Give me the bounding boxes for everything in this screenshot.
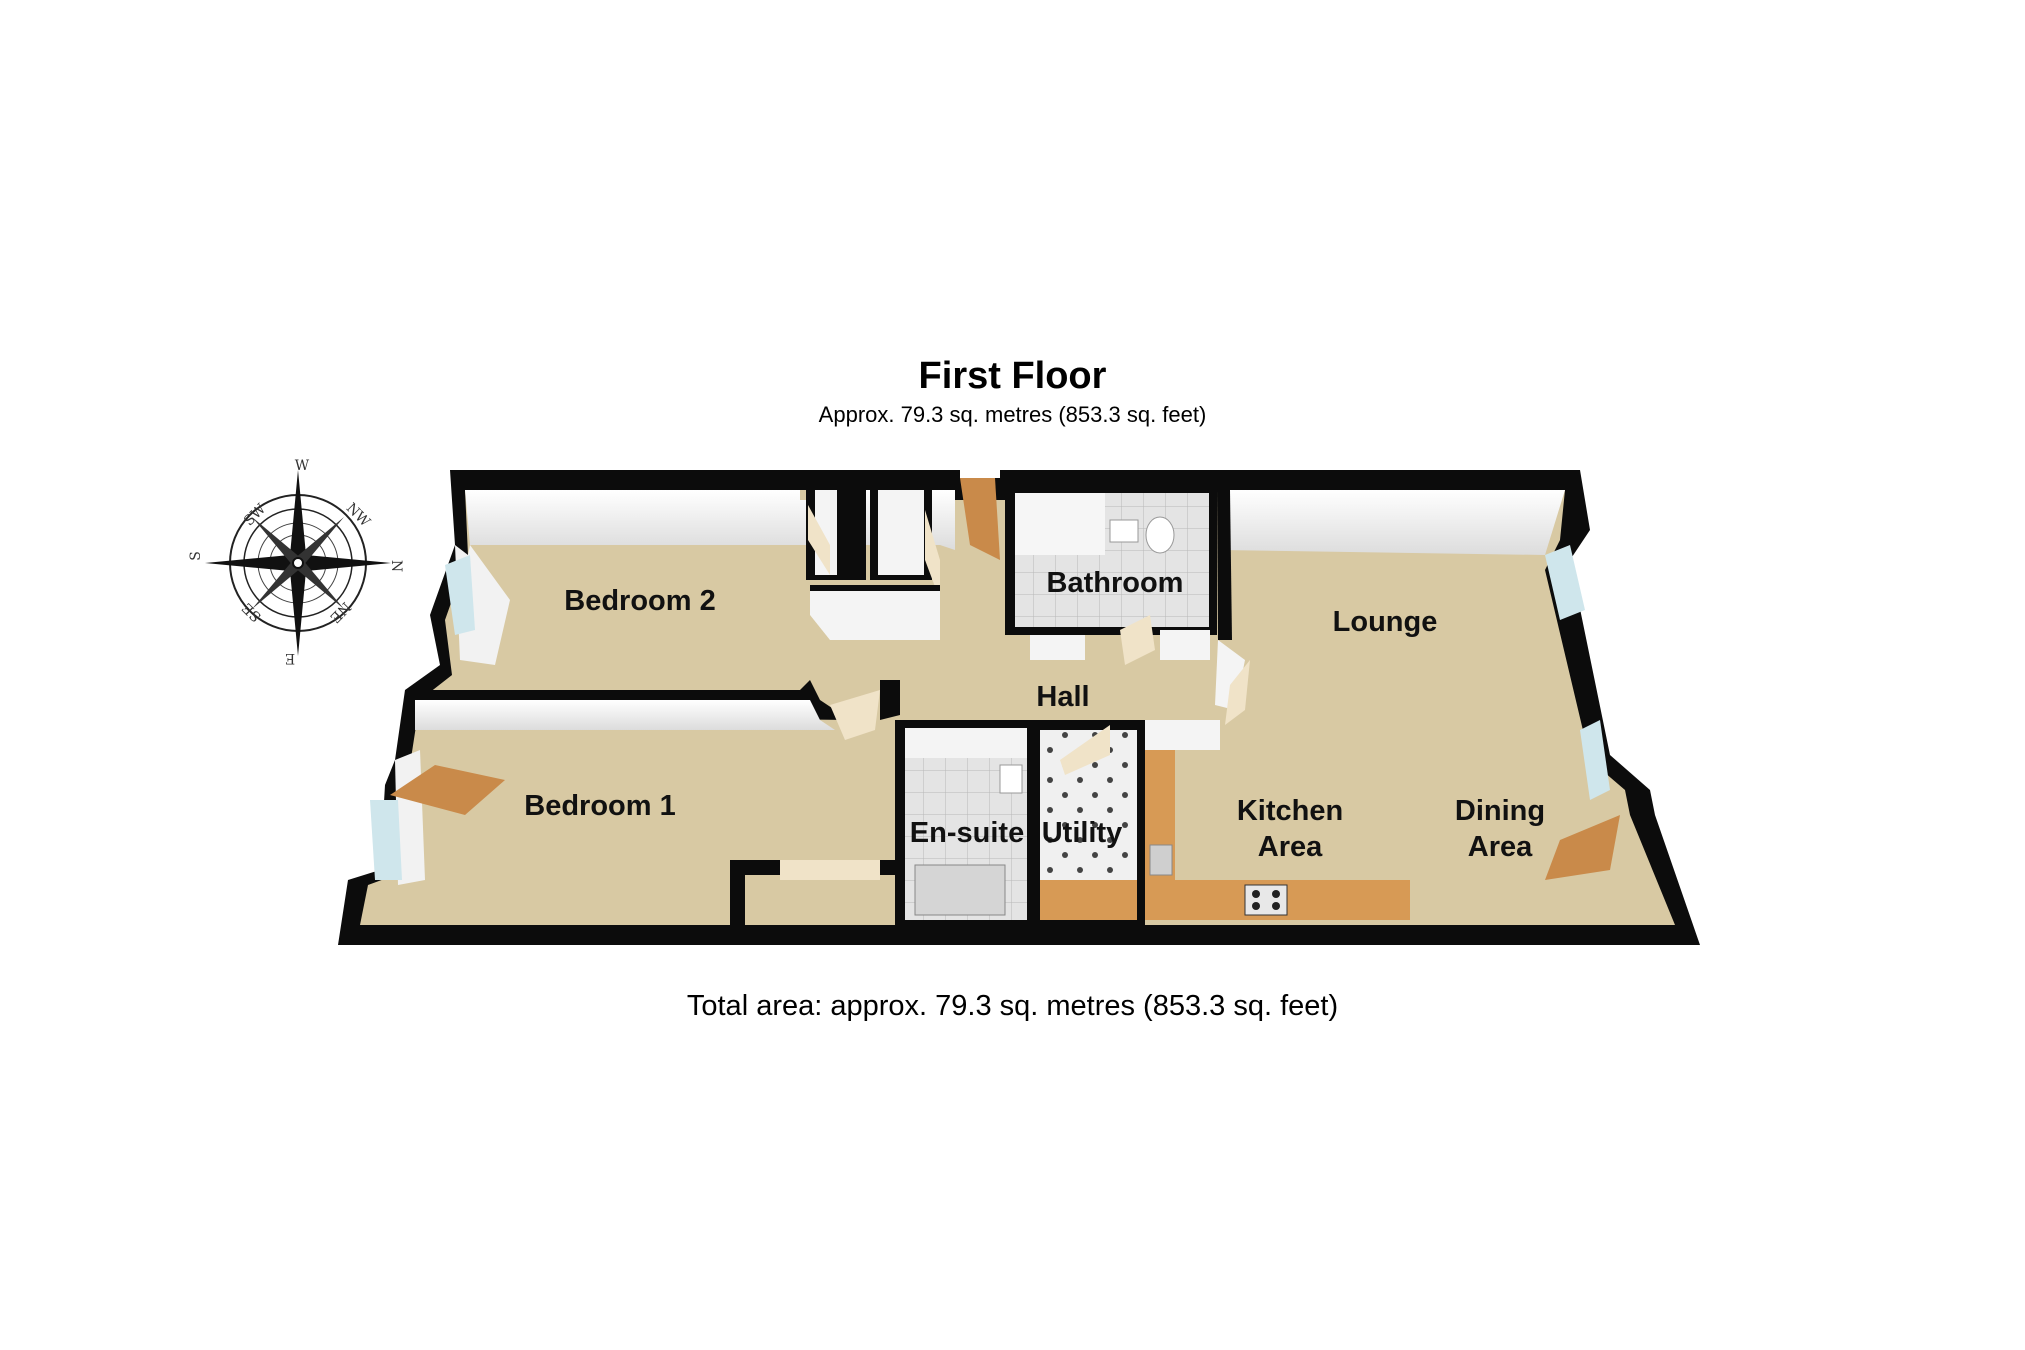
bedroom2-window	[445, 555, 475, 635]
compass-star-icon	[205, 470, 391, 656]
wardrobe-door-1[interactable]	[808, 505, 830, 575]
compass-sw-label: SW	[241, 501, 270, 530]
compass-north-label: N	[388, 560, 404, 572]
room-label-bedroom2: Bedroom 2	[564, 585, 715, 617]
bedroom1-cupboard-floor	[745, 875, 895, 925]
utility-door[interactable]	[1060, 725, 1110, 775]
entrance-door[interactable]	[960, 478, 1000, 560]
bathroom-toilet	[1145, 516, 1175, 554]
room-label-bedroom1: Bedroom 1	[524, 790, 675, 822]
floor-area-subtitle: Approx. 79.3 sq. metres (853.3 sq. feet)	[818, 402, 1207, 427]
wall-face-lounge	[1220, 490, 1565, 555]
utility-worktop	[1040, 880, 1137, 920]
bedroom1-wall-face	[415, 700, 835, 730]
lounge-window-1	[1545, 545, 1585, 620]
room-label-kitchen-line1: Kitchen	[1237, 795, 1343, 827]
bathroom-lower-wall	[1030, 635, 1085, 660]
room-label-utility: Utility	[1042, 817, 1123, 849]
bathroom-door[interactable]	[1120, 615, 1155, 665]
bathroom-sink	[1109, 519, 1139, 543]
ensuite-shower	[914, 864, 1006, 916]
cupboard-door[interactable]	[925, 510, 940, 600]
kitchen-wall-face	[1145, 720, 1220, 750]
ensuite-back-wall	[905, 728, 1027, 758]
kitchen-sink-icon	[1149, 844, 1173, 876]
total-area-footer: Total area: approx. 79.3 sq. metres (853…	[686, 990, 1339, 1022]
lounge-divider-wall	[1217, 490, 1232, 640]
room-label-lounge: Lounge	[1333, 606, 1438, 638]
bedroom1-window	[370, 800, 402, 880]
lounge-door[interactable]	[1225, 660, 1250, 725]
compass-west-label: W	[295, 458, 310, 474]
bedroom1-cupboard-doors[interactable]	[780, 860, 880, 880]
hall-cupboard-wall	[810, 590, 940, 640]
hob-icon	[1244, 884, 1288, 916]
compass-ne-label: NE	[326, 598, 353, 625]
floor-title: First Floor	[918, 355, 1107, 397]
hall-cupboard-top	[810, 585, 940, 591]
floor-surface	[360, 490, 1675, 925]
room-label-bathroom: Bathroom	[1047, 567, 1184, 599]
compass-rose: W E S N NW SW NE SE	[188, 458, 404, 666]
ensuite-sink	[999, 764, 1023, 794]
bedroom1-hall-door[interactable]	[830, 690, 880, 740]
room-label-dining-line1: Dining	[1455, 795, 1545, 827]
room-label-dining-line2: Area	[1468, 831, 1533, 863]
room-label-ensuite: En-suite	[910, 817, 1024, 849]
bathroom-bath	[1015, 493, 1105, 555]
cupboard-interior	[878, 490, 924, 575]
hall-door-post	[880, 680, 900, 720]
bedroom1-door[interactable]	[390, 765, 505, 815]
room-label-kitchen-line2: Area	[1258, 831, 1323, 863]
compass-south-label: S	[188, 551, 204, 561]
compass-nw-label: NW	[343, 500, 374, 531]
compass-east-label: E	[285, 650, 295, 666]
lounge-window-2	[1580, 720, 1610, 800]
room-label-hall: Hall	[1036, 681, 1089, 713]
bathroom-lower-wall-right	[1160, 630, 1210, 660]
dining-door[interactable]	[1545, 815, 1620, 880]
